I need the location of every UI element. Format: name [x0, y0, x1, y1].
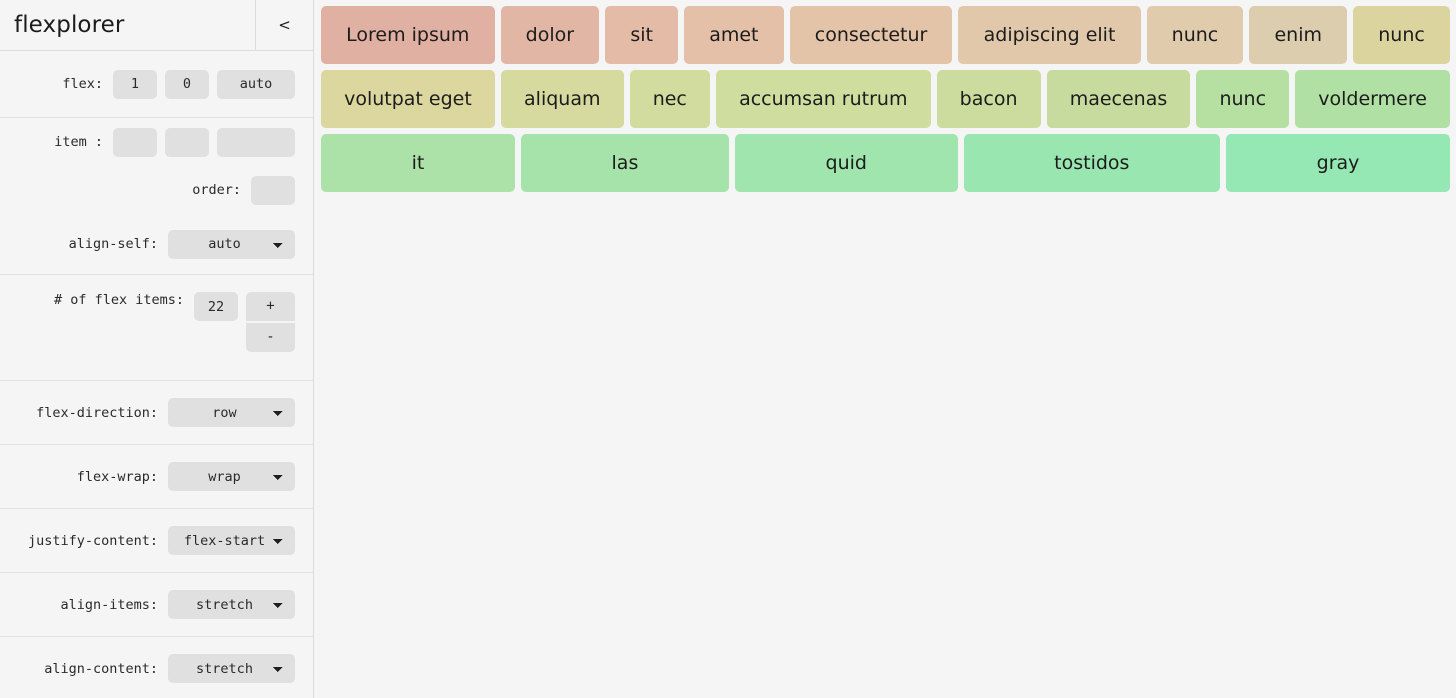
chevron-left-icon[interactable]: < [255, 0, 313, 51]
flex-direction-label: flex-direction: [36, 404, 158, 421]
flex-item[interactable]: dolor [500, 6, 600, 64]
flex-item[interactable]: gray [1226, 134, 1451, 192]
flex-label: flex: [62, 76, 103, 92]
flex-wrap-select[interactable]: nowrapwrapwrap-reverse [168, 462, 295, 491]
flex-direction-select[interactable]: rowrow-reversecolumncolumn-reverse [168, 398, 295, 427]
justify-content-row: justify-content: flex-startflex-endcente… [0, 509, 313, 573]
flex-item-count-input[interactable] [194, 292, 238, 321]
flex-shrink-input[interactable] [165, 69, 209, 99]
order-label: order: [192, 182, 241, 198]
flex-item[interactable]: sit [605, 6, 679, 64]
flex-item[interactable]: nunc [1196, 70, 1290, 128]
flex-item[interactable]: quid [734, 134, 958, 192]
sidebar: flexplorer < flex: item : order: align-s… [0, 0, 314, 698]
flex-basis-input[interactable] [217, 69, 295, 99]
flex-item[interactable]: aliquam [500, 70, 624, 128]
page-title: flexplorer [14, 11, 125, 38]
flex-item[interactable]: volutpat eget [321, 70, 495, 128]
flex-item[interactable]: it [321, 134, 515, 192]
flex-item[interactable]: enim [1249, 6, 1348, 64]
item-shrink-input[interactable] [165, 127, 209, 157]
item-basis-input[interactable] [217, 127, 295, 157]
flex-item[interactable]: voldermere [1295, 70, 1451, 128]
item-label: item : [54, 134, 103, 150]
flex-shorthand-row: flex: [0, 51, 313, 118]
flex-item[interactable]: nunc [1353, 6, 1450, 64]
align-items-row: align-items: stretchflex-startflex-endce… [0, 573, 313, 637]
flex-grow-input[interactable] [113, 69, 157, 99]
flex-wrap-label: flex-wrap: [76, 468, 158, 485]
flex-direction-row: flex-direction: rowrow-reversecolumncolu… [0, 381, 313, 445]
justify-content-select[interactable]: flex-startflex-endcenterspace-betweenspa… [168, 526, 295, 555]
flex-item[interactable]: adipiscing elit [958, 6, 1141, 64]
item-grow-input[interactable] [113, 127, 157, 157]
align-self-label: align-self: [68, 236, 158, 252]
align-content-select[interactable]: stretchflex-startflex-endcenterspace-bet… [168, 654, 295, 683]
flex-wrap-row: flex-wrap: nowrapwrapwrap-reverse [0, 445, 313, 509]
flex-item-count-stepper: + - [194, 292, 295, 352]
align-items-label: align-items: [60, 596, 158, 613]
flex-item-count-row: # of flex items: + - [0, 275, 313, 381]
increment-button[interactable]: + [246, 292, 295, 321]
flex-item[interactable]: amet [684, 6, 784, 64]
flex-item[interactable]: maecenas [1046, 70, 1191, 128]
item-row: item : [0, 118, 313, 166]
align-content-row: align-content: stretchflex-startflex-end… [0, 637, 313, 698]
order-row: order: [0, 166, 313, 214]
justify-content-label: justify-content: [27, 532, 158, 549]
flex-item[interactable]: consectetur [789, 6, 953, 64]
align-content-label: align-content: [44, 660, 158, 677]
stepper-buttons: + - [246, 292, 295, 352]
flex-item[interactable]: bacon [936, 70, 1041, 128]
flex-item[interactable]: accumsan rutrum [716, 70, 931, 128]
decrement-button[interactable]: - [246, 323, 295, 352]
flex-item-count-label: # of flex items: [53, 292, 184, 308]
align-self-select[interactable]: autoflex-startflex-endcenterbaselinestre… [168, 229, 295, 259]
align-items-select[interactable]: stretchflex-startflex-endcenterbaseline [168, 590, 295, 619]
flex-item[interactable]: las [520, 134, 729, 192]
flex-item[interactable]: Lorem ipsum [321, 6, 495, 64]
flex-item[interactable]: nunc [1146, 6, 1244, 64]
flex-item[interactable]: tostidos [963, 134, 1221, 192]
order-input[interactable] [251, 175, 295, 205]
align-self-row: align-self: autoflex-startflex-endcenter… [0, 214, 313, 275]
flex-item[interactable]: nec [629, 70, 710, 128]
sidebar-header: flexplorer < [0, 0, 313, 51]
